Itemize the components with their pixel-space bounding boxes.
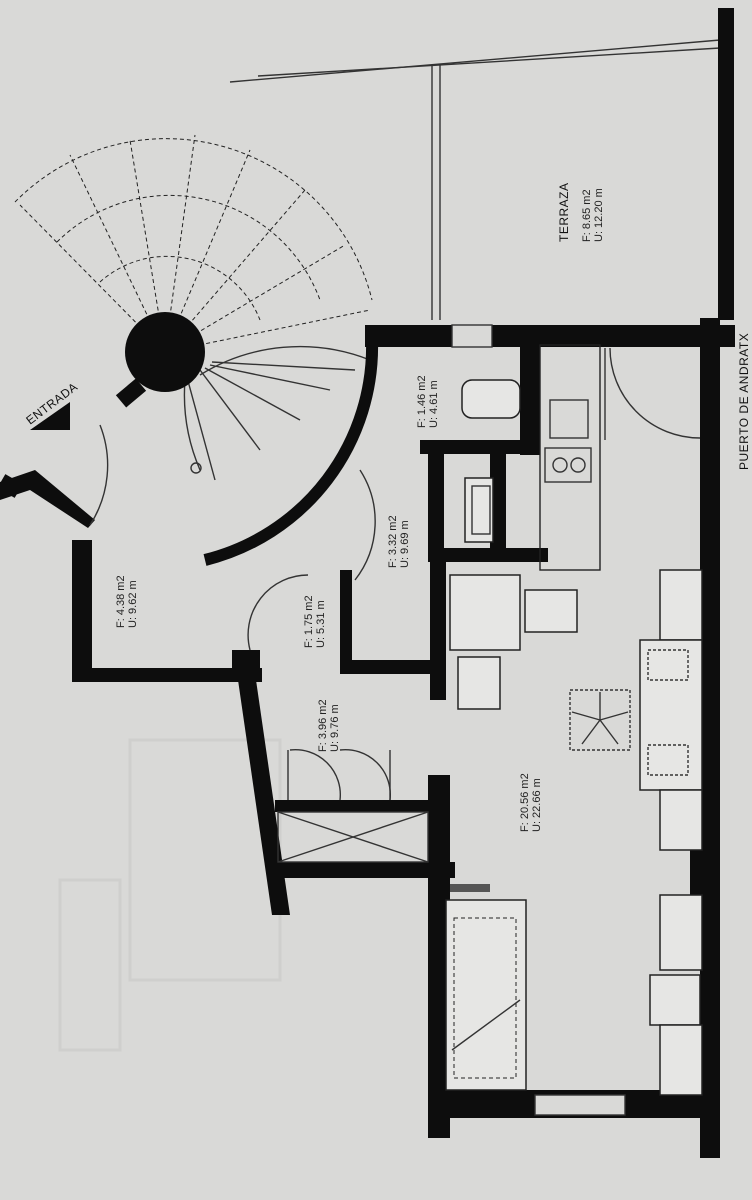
bed [445,884,527,1091]
windows [451,324,626,1116]
room-label-living: F: 20.56 m2 U: 22.66 m [519,773,543,832]
entrance-marker: ENTRADA [23,380,80,430]
spiral-staircase [14,134,373,481]
svg-text:U: 22.66 m: U: 22.66 m [531,778,543,832]
svg-text:F: 1.75 m2: F: 1.75 m2 [303,595,315,648]
door-swings [89,347,701,801]
room-label-entrada: F: 4.38 m2 U: 9.62 m [115,575,139,628]
svg-text:U: 5.31 m: U: 5.31 m [315,600,327,648]
staircase-column [125,312,205,392]
dining-set [449,574,631,751]
svg-text:F: 8.65 m2: F: 8.65 m2 [581,189,593,242]
wardrobe [277,811,429,863]
svg-text:U: 9.69 m: U: 9.69 m [399,520,411,568]
kitchen-counter [539,344,601,571]
svg-text:F: 20.56 m2: F: 20.56 m2 [519,773,531,832]
svg-text:F: 1.46 m2: F: 1.46 m2 [416,375,428,428]
room-label-terrace: TERRAZA F: 8.65 m2 U: 12.20 m [557,182,605,242]
walls [0,8,735,1158]
street-label: PUERTO DE ANDRATX [737,333,751,470]
terrace-boundary [229,39,721,320]
bathroom-fixtures [461,379,521,543]
room-label-bath: F: 3.32 m2 U: 9.69 m [387,515,411,568]
svg-text:U: 12.20 m: U: 12.20 m [593,188,605,242]
svg-text:U: 9.62 m: U: 9.62 m [127,580,139,628]
room-label-closet: F: 3.96 m2 U: 9.76 m [317,699,341,752]
svg-text:U: 9.76 m: U: 9.76 m [329,704,341,752]
room-label-wc: F: 1.46 m2 U: 4.61 m [416,375,440,428]
svg-text:F: 4.38 m2: F: 4.38 m2 [115,575,127,628]
curved-stair-wall [203,339,379,566]
background-guides [58,738,282,1052]
room-label-hall: F: 1.75 m2 U: 5.31 m [303,595,327,648]
svg-text:F: 3.32 m2: F: 3.32 m2 [387,515,399,568]
svg-text:TERRAZA: TERRAZA [557,182,571,242]
svg-text:F: 3.96 m2: F: 3.96 m2 [317,699,329,752]
svg-text:U: 4.61 m: U: 4.61 m [428,380,440,428]
sofa [639,569,703,1096]
